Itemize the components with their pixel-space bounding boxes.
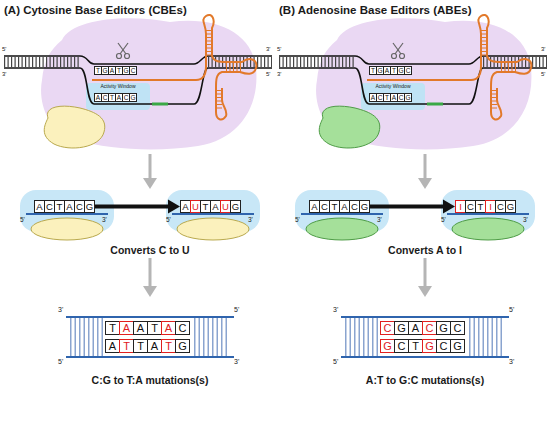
sequence-strip: ICTICG [455, 200, 516, 213]
strand-end-label: 5' [2, 46, 6, 53]
sequence-strip: ACTACG [34, 200, 95, 213]
arrow-shaft [370, 205, 444, 209]
strand-end-label: 3' [509, 358, 514, 366]
sequence-strip: ACTACG [94, 93, 137, 102]
base-letter: G [450, 339, 465, 353]
base-letter: C [129, 66, 137, 75]
panel-title: (B) Adenosine Base Editors (ABEs) [279, 4, 472, 17]
strand-end-label: 5' [541, 71, 545, 78]
base-letter: C [394, 339, 409, 353]
step-caption: Converts A to I [388, 244, 462, 256]
base-letter: A [147, 339, 162, 353]
strand-end-label: 5' [58, 358, 63, 366]
strand-end-label: 3' [102, 216, 107, 223]
base-letter: G [436, 321, 451, 335]
arrow-head [443, 200, 455, 214]
base-letter: C [436, 339, 451, 353]
strand-end-label: 3' [277, 71, 281, 78]
base-letter: T [147, 321, 162, 335]
base-letter: G [404, 93, 412, 102]
panel-a-artwork [4, 15, 272, 357]
base-letter: G [175, 339, 190, 353]
step-caption: Converts C to U [110, 244, 189, 256]
base-letter: G [129, 93, 137, 102]
base-letter: G [84, 200, 95, 213]
arrow-shaft [95, 205, 169, 209]
adenosine-deaminase [452, 218, 524, 240]
sequence-strip: TGATGC [369, 66, 412, 75]
base-letter: G [422, 339, 437, 353]
sequence-strip: ATTATG [105, 339, 190, 353]
region-label: Activity Window [100, 84, 135, 90]
strand-end-label: 3' [333, 306, 338, 314]
base-letter: C [175, 321, 190, 335]
base-letter: T [105, 321, 120, 335]
strand-end-label: 5' [277, 46, 281, 53]
strand-end-label: 5' [234, 306, 239, 314]
strand-end-label: 5' [295, 216, 300, 223]
base-letter: A [161, 321, 176, 335]
strand-end-label: 3' [523, 216, 528, 223]
base-letter: C [422, 321, 437, 335]
base-letter: G [359, 200, 370, 213]
strand-end-label: 5' [166, 216, 171, 223]
sequence-strip: ACTACG [309, 200, 370, 213]
base-letter: G [380, 339, 395, 353]
base-letter: T [119, 339, 134, 353]
base-letter: C [450, 321, 465, 335]
arrow-head [168, 200, 180, 214]
strand-end-label: 3' [234, 358, 239, 366]
strand-end-label: 5' [509, 306, 514, 314]
base-letter: C [380, 321, 395, 335]
sequence-strip: ACTACG [369, 93, 412, 102]
adenosine-deaminase [319, 106, 380, 148]
sequence-strip: TGATGC [94, 66, 137, 75]
conversion-arrow [370, 200, 455, 214]
base-letter: A [133, 321, 148, 335]
strand-end-label: 3' [377, 216, 382, 223]
step-caption: C:G to T:A mutations(s) [92, 374, 209, 386]
step-caption: A:T to G:C mutations(s) [366, 374, 484, 386]
strand-end-label: 3' [541, 46, 545, 53]
strand-end-label: 5' [441, 216, 446, 223]
base-letter: T [161, 339, 176, 353]
sequence-strip: CGACGC [380, 321, 465, 335]
base-letter: A [119, 321, 134, 335]
base-letter: G [230, 200, 241, 213]
strand-end-label: 5' [333, 358, 338, 366]
strand-end-label: 5' [20, 216, 25, 223]
base-letter: A [408, 321, 423, 335]
base-letter: G [505, 200, 516, 213]
base-letter: A [105, 339, 120, 353]
base-letter: C [404, 66, 412, 75]
panel-title: (A) Cytosine Base Editors (CBEs) [4, 4, 187, 17]
strand-end-label: 3' [266, 46, 270, 53]
cytidine-deaminase [31, 218, 103, 240]
strand-end-label: 3' [58, 306, 63, 314]
cytidine-deaminase [177, 218, 249, 240]
base-letter: G [394, 321, 409, 335]
adenosine-deaminase [306, 218, 378, 240]
sequence-strip: AUTAUG [180, 200, 241, 213]
base-letter: T [133, 339, 148, 353]
panel-b-artwork [279, 15, 547, 357]
strand-end-label: 3' [2, 71, 6, 78]
base-letter: T [408, 339, 423, 353]
cytidine-deaminase [44, 106, 105, 148]
sequence-strip: GCTGCG [380, 339, 465, 353]
region-label: Activity Window [375, 84, 410, 90]
sequence-strip: TAATAC [105, 321, 190, 335]
strand-end-label: 3' [248, 216, 253, 223]
conversion-arrow [95, 200, 180, 214]
strand-end-label: 5' [266, 71, 270, 78]
